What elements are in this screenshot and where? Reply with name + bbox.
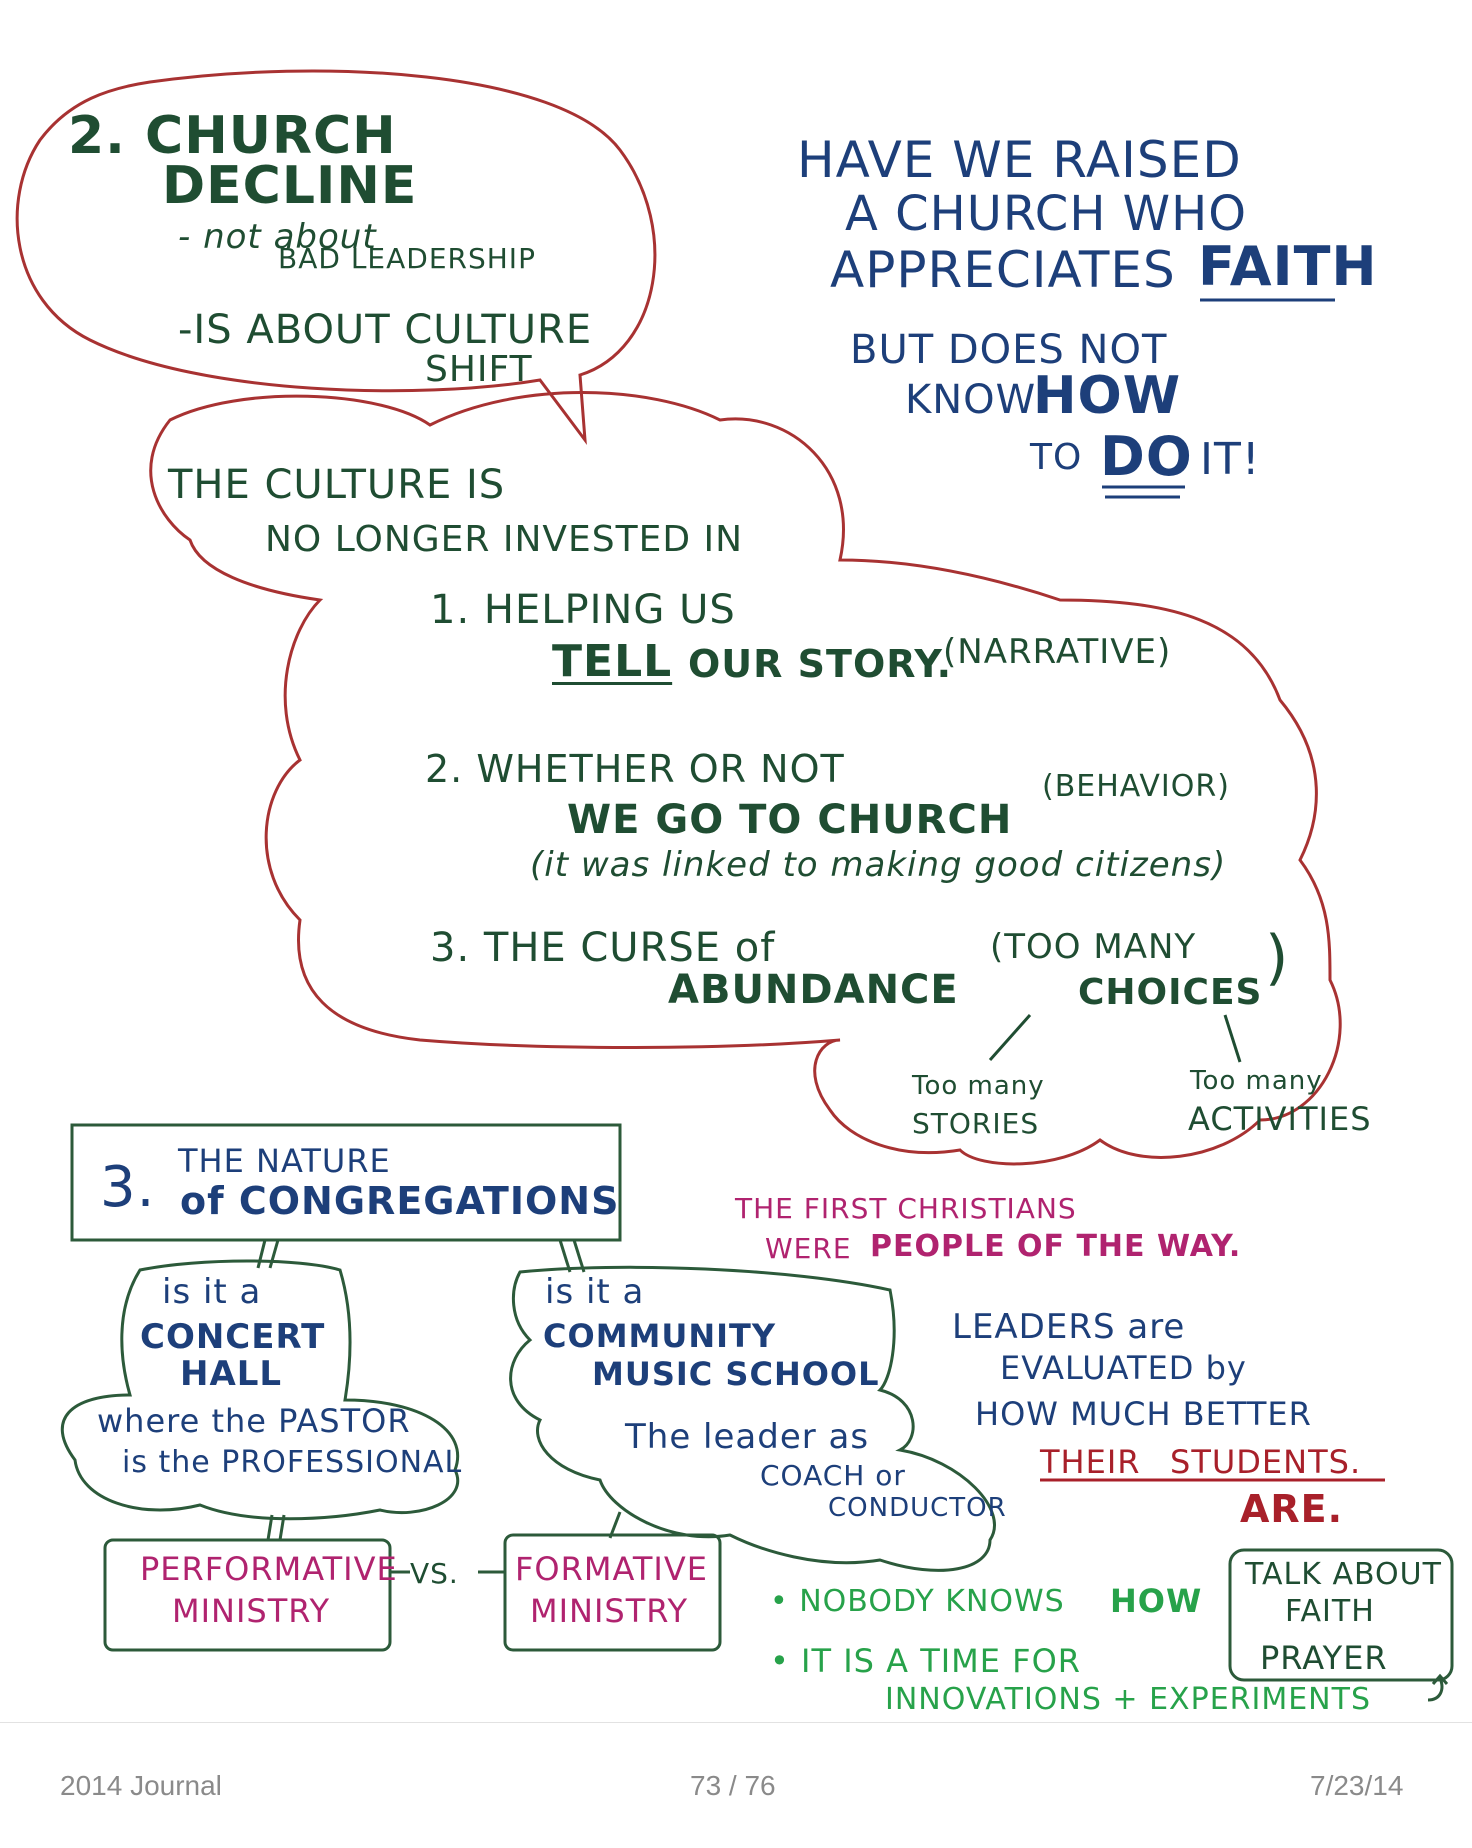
concert-line-1: is it a <box>162 1272 262 1312</box>
nature-title-1: THE NATURE <box>178 1142 391 1180</box>
choices-word: CHOICES <box>1078 972 1263 1013</box>
connector-perf <box>266 1514 274 1541</box>
church-decline-title-1: 2. CHURCH <box>68 106 397 166</box>
choices-close-paren: ) <box>1265 923 1290 993</box>
narrative-label: (NARRATIVE) <box>943 632 1172 672</box>
formative-box <box>503 1533 722 1652</box>
concert-line-3: HALL <box>180 1354 283 1394</box>
bad-leadership-label: BAD LEADERSHIP <box>278 242 536 275</box>
question-line-6a: TO <box>1030 437 1083 478</box>
leaders-line-3: HOW MUCH BETTER <box>975 1395 1312 1433</box>
branch-line-activities <box>1223 1014 1242 1063</box>
performative-box <box>103 1538 392 1652</box>
performative-line-2: MINISTRY <box>172 1592 331 1630</box>
connector-left-2 <box>268 1239 280 1269</box>
our-story-label: OUR STORY. <box>688 642 953 686</box>
leaders-line-2: EVALUATED by <box>1000 1349 1247 1387</box>
abundance-word: ABUNDANCE <box>668 967 959 1013</box>
not-about-label: - not about <box>178 217 377 257</box>
item-2-label: 2. WHETHER OR NOT <box>425 747 845 791</box>
innovations-line: INNOVATIONS + EXPERIMENTS <box>885 1682 1371 1717</box>
branch-activities-2: ACTIVITIES <box>1188 1100 1372 1138</box>
formative-line-2: MINISTRY <box>530 1592 689 1630</box>
is-about-culture-label: -IS ABOUT CULTURE <box>178 307 593 353</box>
bullet-nobody-knows: • NOBODY KNOWS <box>770 1584 1065 1619</box>
talk-about-line-3: PRAYER <box>1260 1639 1388 1677</box>
branch-stories-2: STORIES <box>912 1107 1040 1140</box>
footer-journal-title: 2014 Journal <box>60 1770 222 1801</box>
concert-hall-cloud <box>60 1259 460 1521</box>
talk-about-line-2: FAITH <box>1285 1594 1375 1629</box>
good-citizens-note: (it was linked to making good citizens) <box>530 845 1227 885</box>
faith-word: FAITH <box>1198 235 1378 298</box>
branch-line-stories <box>988 1014 1032 1061</box>
leaders-line-1: LEADERS are <box>952 1307 1186 1347</box>
branch-activities-1: Too many <box>1190 1066 1323 1096</box>
question-line-1: HAVE WE RAISED <box>797 131 1242 189</box>
item-1-label: 1. HELPING US <box>430 587 736 633</box>
school-line-6: CONDUCTOR <box>828 1493 1007 1523</box>
music-school-cloud <box>509 1265 996 1572</box>
school-line-5: COACH or <box>760 1459 906 1492</box>
question-line-4: BUT DOES NOT <box>850 327 1168 373</box>
church-decline-title-2: DECLINE <box>162 156 418 216</box>
connector-right <box>558 1239 572 1273</box>
school-line-1: is it a <box>545 1272 645 1312</box>
footer-date: 7/23/14 <box>1310 1770 1404 1801</box>
people-of-the-way: PEOPLE OF THE WAY. <box>870 1229 1242 1264</box>
branch-stories-1: Too many <box>912 1071 1045 1101</box>
shift-label: SHIFT <box>425 349 533 390</box>
tell-word: TELL <box>552 636 673 687</box>
do-word: DO <box>1100 425 1193 488</box>
bullet-time-for: • IT IS A TIME FOR <box>770 1642 1081 1680</box>
church-decline-bubble <box>15 69 657 446</box>
bullet-how-word: HOW <box>1110 1582 1203 1620</box>
footer-divider <box>0 1722 1472 1723</box>
behavior-label: (BEHAVIOR) <box>1042 769 1230 804</box>
question-line-3a: APPRECIATES <box>830 241 1176 299</box>
footer-page-number: 73 / 76 <box>690 1770 776 1801</box>
school-line-3: MUSIC SCHOOL <box>592 1355 880 1393</box>
concert-line-5: is the PROFESSIONAL <box>122 1445 463 1480</box>
talk-arrow <box>1427 1673 1449 1702</box>
are-word: ARE. <box>1240 1487 1344 1531</box>
too-many-label: (TOO MANY <box>990 927 1197 967</box>
culture-intro-1: THE CULTURE IS <box>168 462 506 508</box>
christians-line-1: THE FIRST CHRISTIANS <box>735 1192 1077 1225</box>
their-word: THEIR <box>1040 1443 1141 1481</box>
christians-line-2a: WERE <box>765 1232 852 1265</box>
students-word: STUDENTS. <box>1170 1443 1362 1481</box>
talk-about-line-1: TALK ABOUT <box>1245 1557 1442 1592</box>
concert-line-4: where the PASTOR <box>97 1402 411 1440</box>
talk-about-box <box>1228 1548 1454 1682</box>
performative-line-1: PERFORMATIVE <box>140 1550 398 1588</box>
culture-intro-2: NO LONGER INVESTED IN <box>265 519 744 560</box>
we-go-to-church-label: WE GO TO CHURCH <box>567 797 1013 843</box>
question-line-6c: IT! <box>1200 434 1261 485</box>
concert-line-2: CONCERT <box>140 1317 326 1357</box>
item-3-label: 3. THE CURSE of <box>430 925 776 971</box>
formative-line-1: FORMATIVE <box>515 1550 708 1588</box>
question-line-5a: KNOW <box>905 377 1037 423</box>
nature-title-2: of CONGREGATIONS <box>180 1179 620 1223</box>
connector-perf-2 <box>278 1514 286 1541</box>
how-word: HOW <box>1033 366 1182 426</box>
vs-label: VS. <box>410 1557 459 1590</box>
school-line-2: COMMUNITY <box>543 1317 777 1355</box>
connector-left <box>256 1239 267 1269</box>
school-line-4: The leader as <box>625 1417 870 1457</box>
nature-number: 3. <box>100 1155 156 1220</box>
culture-cloud <box>149 391 1342 1166</box>
nature-title-box <box>70 1123 622 1242</box>
question-line-2: A CHURCH WHO <box>845 186 1247 242</box>
